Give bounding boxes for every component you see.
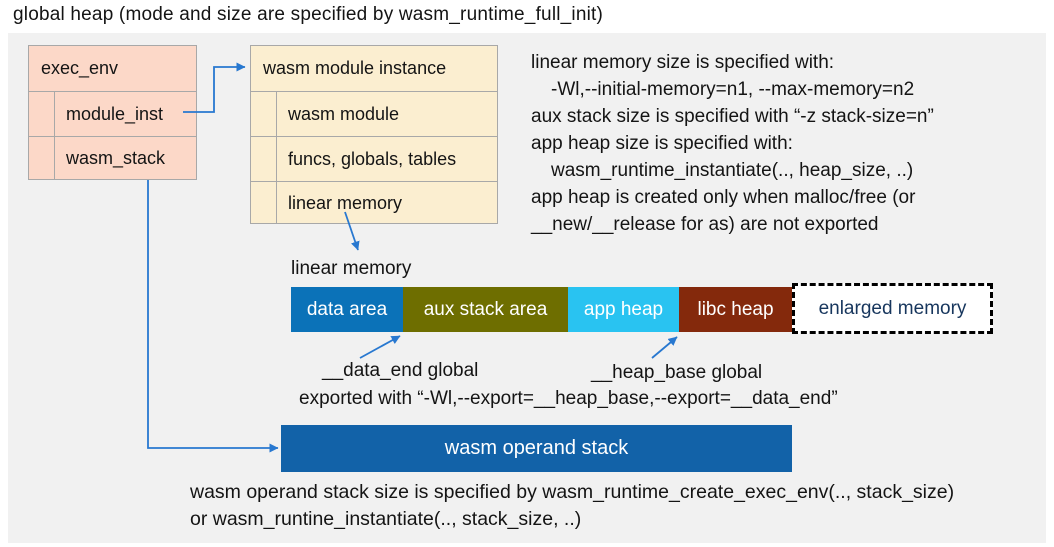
instance-row-funcs-globals-tables: funcs, globals, tables: [251, 136, 497, 181]
exec-env-row-wasm-stack: wasm_stack: [29, 136, 196, 180]
instance-indent-divider: [276, 91, 277, 223]
heap-base-global-label: __heap_base global: [591, 362, 763, 383]
notes-right: linear memory size is specified with: -W…: [531, 49, 934, 238]
note-line: wasm operand stack size is specified by …: [190, 481, 955, 503]
notes-bottom: wasm operand stack size is specified by …: [190, 479, 954, 533]
linear-memory-bar: data area aux stack area app heap libc h…: [291, 287, 792, 332]
note-line: -Wl,--initial-memory=n1, --max-memory=n2: [551, 79, 915, 100]
module-instance-box: wasm module instance wasm module funcs, …: [250, 45, 498, 224]
segment-libc-heap: libc heap: [679, 287, 792, 332]
exec-env-header: exec_env: [41, 58, 119, 78]
data-end-global-label: __data_end global: [322, 360, 479, 381]
note-line: or wasm_runtine_instantiate(.., stack_si…: [190, 508, 582, 530]
instance-row-wasm-module: wasm module: [251, 91, 497, 136]
note-line: __new/__release for as) are not exported: [531, 214, 879, 235]
note-line: wasm_runtime_instantiate(.., heap_size, …: [551, 160, 914, 181]
segment-enlarged-memory: enlarged memory: [792, 283, 993, 334]
segment-data-area: data area: [291, 287, 403, 332]
exec-env-box: exec_env module_inst wasm_stack: [28, 45, 197, 180]
exec-env-row-module-inst: module_inst: [29, 91, 196, 136]
note-line: app heap size is specified with:: [531, 133, 793, 154]
exported-with-label: exported with “-Wl,--export=__heap_base,…: [299, 388, 838, 409]
note-line: app heap is created only when malloc/fre…: [531, 187, 916, 208]
exec-env-indent-divider: [54, 91, 55, 179]
note-line: linear memory size is specified with:: [531, 52, 835, 73]
page-title: global heap (mode and size are specified…: [13, 4, 604, 25]
instance-row-linear-memory: linear memory: [251, 181, 497, 225]
segment-aux-stack-area: aux stack area: [403, 287, 568, 332]
wasm-operand-stack-bar: wasm operand stack: [281, 425, 792, 472]
linear-memory-label: linear memory: [291, 258, 412, 279]
segment-app-heap: app heap: [568, 287, 679, 332]
note-line: aux stack size is specified with “-z sta…: [531, 106, 934, 127]
module-instance-header: wasm module instance: [263, 58, 447, 78]
